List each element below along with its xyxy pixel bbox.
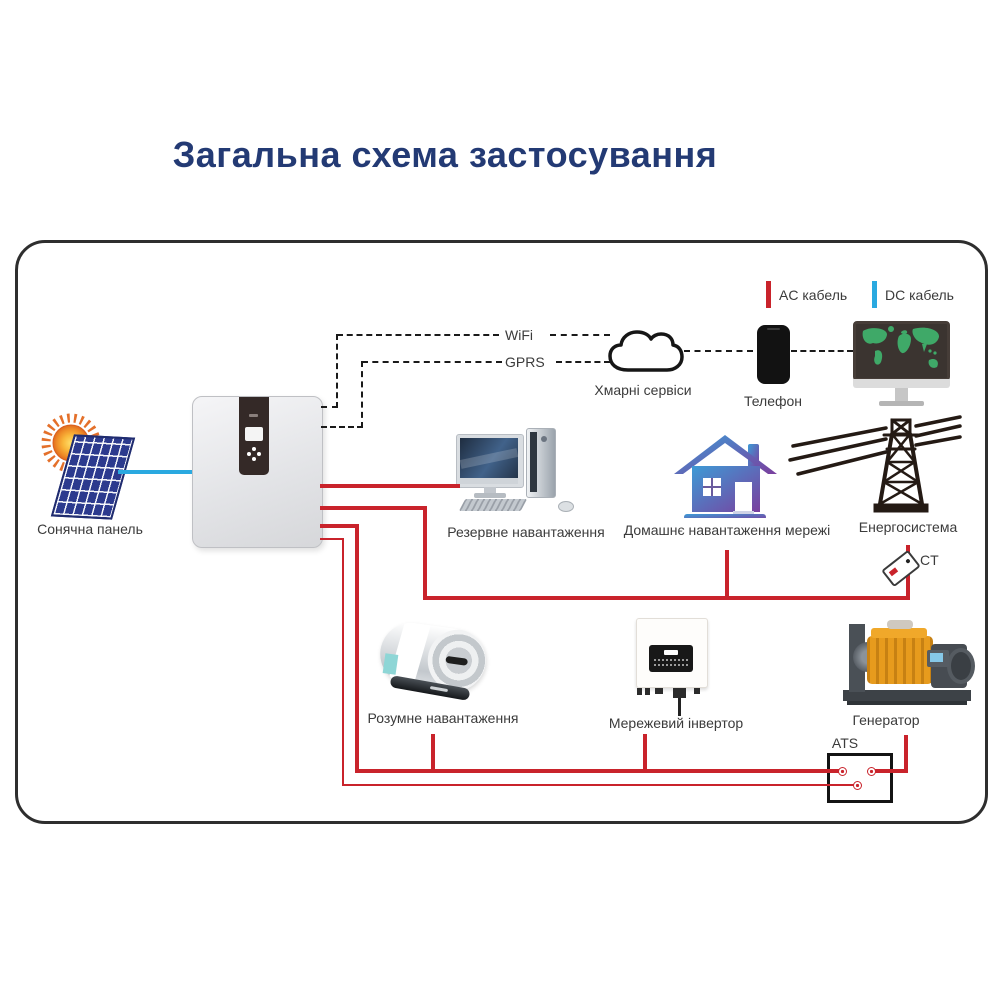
home-load-label: Домашнє навантаження мережі (623, 522, 831, 538)
generator-alternator-end (947, 648, 975, 684)
ac-cable-loads-2 (355, 524, 359, 773)
pc-mouse (558, 501, 574, 512)
legend-dc-label: DC кабель (885, 287, 954, 303)
grid-inverter-port (645, 688, 650, 695)
cloud-phone-link (684, 350, 753, 352)
inverter-button (257, 452, 261, 456)
house-icon (668, 428, 783, 518)
grid-inverter-icon (636, 618, 708, 718)
ac-cable-generator-1 (904, 735, 908, 773)
power-tower-icon (788, 412, 963, 517)
wifi-line-drop (336, 334, 338, 408)
monitor-icon (853, 321, 950, 406)
grid-inverter-display-text (654, 659, 688, 661)
monitor-stand (895, 388, 908, 401)
legend-ac-swatch (766, 281, 771, 308)
inverter-button (252, 447, 256, 451)
grid-inverter-label: Мережевий інвертор (608, 715, 744, 731)
ats-label: ATS (831, 735, 859, 751)
generator-control-screen (930, 653, 943, 662)
cloud-icon (604, 326, 684, 380)
gprs-inverter-connector (321, 426, 363, 428)
legend-ac-label: AC кабель (779, 287, 848, 303)
wifi-inverter-connector (321, 406, 338, 408)
grid-inverter-display (649, 645, 693, 672)
world-map (862, 326, 940, 368)
generator-base (843, 690, 971, 701)
gprs-line-left (362, 361, 502, 363)
generator-label: Генератор (852, 712, 920, 728)
pc-tower-front (530, 432, 537, 492)
legend-dc-swatch (872, 281, 877, 308)
monitor-screen (853, 321, 950, 381)
wifi-line-left (337, 334, 499, 336)
inverter-button (247, 452, 251, 456)
dc-cable (118, 470, 192, 474)
wifi-line-right (550, 334, 610, 336)
ac-cable-backup (320, 484, 460, 488)
hybrid-inverter-icon (192, 396, 323, 548)
pc-power-button (541, 436, 547, 442)
ac-cable-gridinv-stub (643, 734, 647, 773)
inverter-button (252, 457, 256, 461)
page-title: Загальна схема застосування (172, 134, 718, 175)
grid-inverter-display-text (654, 664, 688, 666)
grid-inverter-display-bar (664, 650, 678, 655)
solar-panel-label: Сонячна панель (37, 521, 143, 537)
gprs-line-drop (361, 361, 363, 428)
ac-cable-thin-2 (342, 538, 344, 786)
pc-keyboard (458, 499, 528, 511)
ac-cable-house-stub (725, 550, 729, 600)
ats-terminal (867, 767, 876, 776)
ats-terminal (838, 767, 847, 776)
grid-inverter-connector (673, 688, 686, 698)
water-heater-icon (372, 616, 500, 712)
grid-label: Енергосистема (858, 519, 958, 535)
ats-box (827, 753, 893, 803)
backup-load-label: Резервне навантаження (447, 524, 605, 540)
gprs-line-right (556, 361, 610, 363)
ac-cable-generator-2 (872, 769, 908, 773)
generator-engine (867, 636, 933, 684)
ac-cable-loads-3 (355, 769, 844, 773)
cloud-label: Хмарні сервіси (594, 382, 692, 398)
generator-valve-covers (871, 628, 927, 638)
ac-cable-grid-2 (423, 506, 427, 600)
pc-screen (460, 438, 518, 478)
ac-cable-thin-3 (342, 784, 858, 786)
phone-monitor-link (791, 350, 853, 352)
monitor-bezel (853, 379, 950, 388)
grid-inverter-port (637, 688, 642, 695)
inverter-display (245, 427, 263, 441)
phone-icon (757, 325, 790, 384)
generator-base-lip (847, 701, 967, 705)
grid-inverter-cable (678, 698, 681, 716)
generator-icon (843, 616, 977, 710)
monitor-base (879, 401, 924, 406)
pc-stand (484, 487, 496, 493)
ac-cable-loads-1 (320, 524, 359, 528)
diagram-frame (15, 240, 988, 824)
inverter-logo (249, 414, 258, 417)
ats-terminal (853, 781, 862, 790)
ac-cable-thin-1 (320, 538, 344, 540)
pc-monitor-chin (460, 478, 518, 484)
grid-inverter-port (694, 688, 700, 694)
pc-base (474, 493, 506, 498)
smart-load-label: Розумне навантаження (367, 710, 519, 726)
ac-cable-grid-1 (320, 506, 427, 510)
gprs-label: GPRS (505, 354, 545, 370)
backup-computer-icon (452, 428, 582, 516)
ac-cable-heater-stub (431, 734, 435, 773)
heater-sticker (382, 653, 399, 675)
inverter-control-strip (239, 397, 269, 475)
ac-cable-grid-3 (423, 596, 910, 600)
grid-inverter-port (655, 688, 663, 694)
generator-exhaust (887, 620, 913, 629)
wifi-label: WiFi (505, 327, 533, 343)
ct-label: CT (920, 552, 939, 568)
phone-label: Телефон (743, 393, 803, 409)
